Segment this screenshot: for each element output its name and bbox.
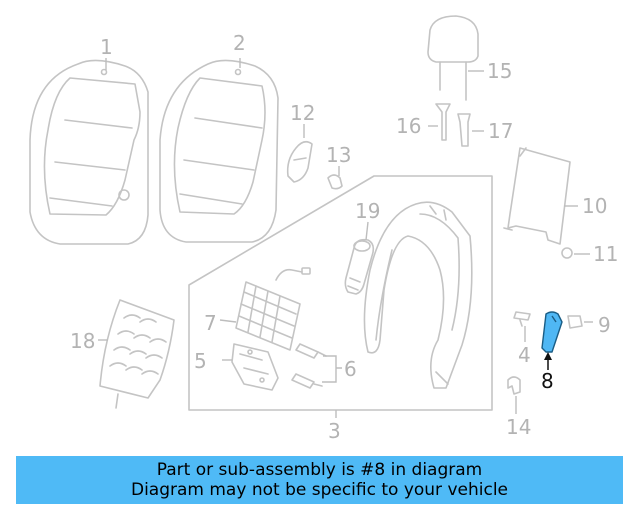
part-8-highlighted[interactable] [541,311,563,353]
part-12-bracket[interactable] [286,140,313,183]
part-5-bracket[interactable] [231,343,279,391]
part-4-bolt[interactable] [513,311,531,327]
part-16-guide[interactable] [435,103,451,141]
part-13-clip[interactable] [327,174,343,190]
part-7-lumbar-support[interactable] [235,267,311,351]
part-19-motor[interactable] [344,238,375,295]
callout-2: 2 [233,31,246,55]
part-1-seat-back-cover[interactable] [29,59,149,245]
part-3-seat-back-frame-assembly[interactable] [188,175,493,411]
callout-17: 17 [488,119,513,143]
part-15-headrest[interactable] [427,15,479,101]
callout-13: 13 [326,143,351,167]
callout-11: 11 [593,242,618,266]
callout-16: 16 [396,114,421,138]
banner-line-part-number: Part or sub-assembly is #8 in diagram [156,460,483,480]
part-14-clip[interactable] [507,376,521,395]
callout-1: 1 [100,35,113,59]
callout-5: 5 [194,349,207,373]
parts-diagram: 1 2 3 4 5 6 7 8 9 10 11 12 13 14 15 16 1… [29,15,618,443]
part-17-guide[interactable] [457,113,471,147]
callout-9: 9 [598,313,611,337]
callout-15: 15 [487,59,512,83]
part-2-seat-back-cover[interactable] [159,59,279,243]
callout-7: 7 [204,311,217,335]
callout-4: 4 [518,343,531,367]
part-9-clip[interactable] [567,315,583,329]
leader-lines [98,58,593,418]
banner-line-disclaimer: Diagram may not be specific to your vehi… [130,480,508,500]
callout-3: 3 [328,419,341,443]
callout-8: 8 [541,369,554,393]
callout-12: 12 [290,101,315,125]
callout-14: 14 [506,415,531,439]
callout-18: 18 [70,329,95,353]
part-11-nut[interactable] [561,247,573,259]
seat-back-frame [363,201,473,389]
part-10-plate[interactable] [503,147,571,245]
callout-10: 10 [582,194,607,218]
part-18-pad[interactable] [99,299,175,409]
info-banner: Part or sub-assembly is #8 in diagram Di… [16,456,623,504]
part-6-cables[interactable] [291,343,327,389]
callout-6: 6 [344,357,357,381]
callout-19: 19 [355,199,380,223]
